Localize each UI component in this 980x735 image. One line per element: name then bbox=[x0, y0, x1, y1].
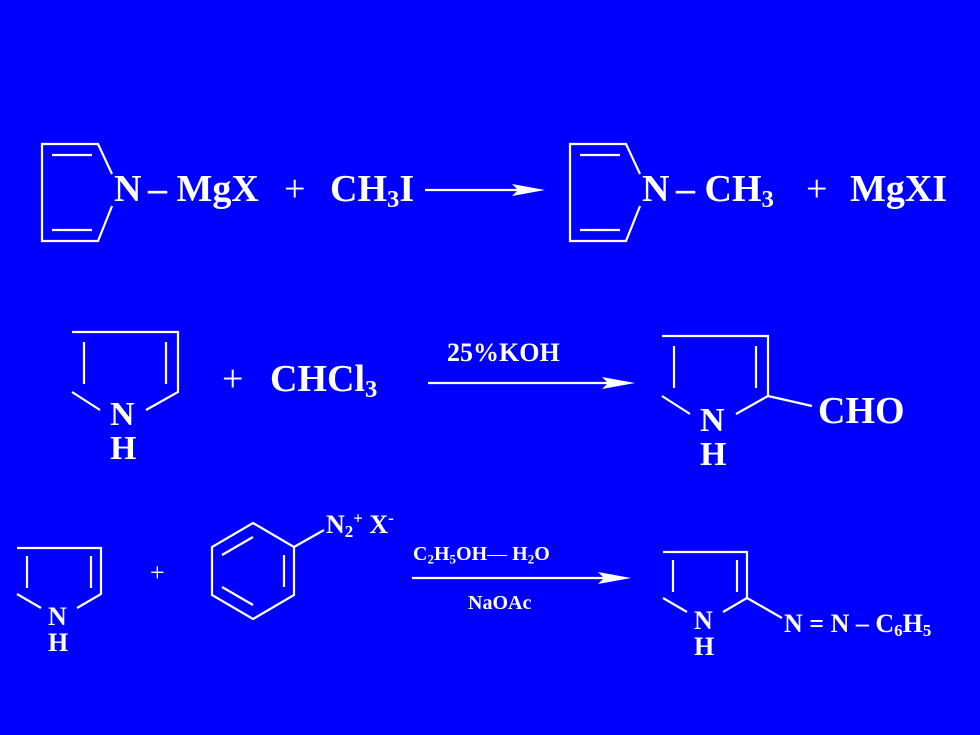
reaction-arrow-1 bbox=[425, 184, 545, 196]
n-methylpyrrole-ring bbox=[568, 142, 642, 243]
azo-phenyl-group-label: N = N – C6H5 bbox=[784, 609, 932, 641]
aldehyde-group-label: CHO bbox=[818, 390, 905, 432]
plus-sign-1: + bbox=[284, 168, 306, 210]
h-atom-label-2: H bbox=[700, 436, 727, 473]
n-atom-label-6: N bbox=[694, 606, 713, 635]
plus-sign-3: + bbox=[222, 358, 244, 400]
plus-sign-4: + bbox=[150, 558, 165, 587]
azo-pyrrole-ring bbox=[662, 550, 783, 619]
diazonium-group-label: N2+ X- bbox=[326, 508, 394, 542]
naoac-reagent-label: NaOAc bbox=[468, 592, 532, 614]
h-atom-label-3: H bbox=[48, 628, 69, 657]
n-atom-label-4: N bbox=[700, 402, 725, 439]
h-atom-label-4: H bbox=[694, 632, 715, 661]
pyrrole-ring-2 bbox=[71, 330, 180, 411]
ethanol-water-reagent-label: C2H5OH— H2O bbox=[413, 543, 550, 567]
mgxi-label: MgXI bbox=[850, 168, 948, 210]
reaction-arrow-3 bbox=[412, 572, 631, 584]
h-atom-label-1: H bbox=[110, 430, 137, 467]
n-atom-label-2: N bbox=[642, 168, 670, 210]
pyrrole-mgx-ring bbox=[40, 142, 114, 243]
n-atom-label-3: N bbox=[110, 396, 135, 433]
mgx-group-label: – MgX bbox=[148, 168, 259, 210]
benzene-ring bbox=[210, 521, 325, 621]
koh-reagent-label: 25%KOH bbox=[447, 338, 560, 367]
methyl-iodide-label: CH3I bbox=[330, 168, 415, 214]
n-atom-label-1: N bbox=[114, 168, 142, 210]
chloroform-label: CHCl3 bbox=[270, 358, 378, 404]
methyl-group-label: – CH3 bbox=[676, 168, 774, 214]
pyrrole-aldehyde-ring bbox=[661, 334, 813, 415]
pyrrole-ring-3 bbox=[16, 546, 103, 609]
reaction-arrow-2 bbox=[428, 377, 635, 389]
plus-sign-2: + bbox=[806, 168, 828, 210]
n-atom-label-5: N bbox=[48, 602, 67, 631]
